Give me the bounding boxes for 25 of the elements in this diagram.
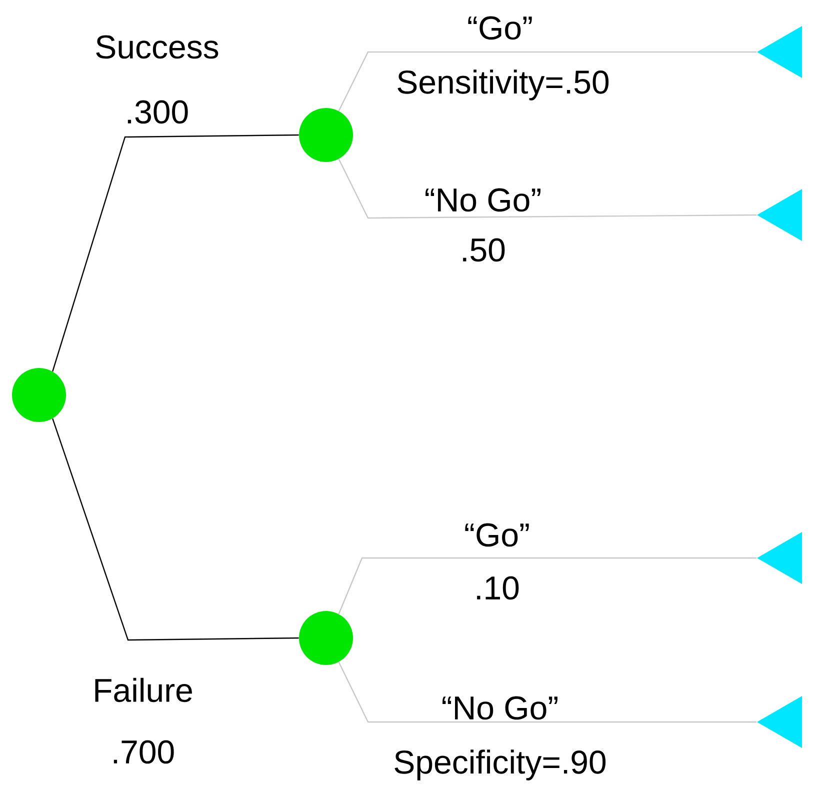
branch-label: “Go”	[465, 523, 529, 547]
branch-line	[52, 134, 299, 372]
terminal-node-triangle	[757, 532, 802, 584]
branch-line	[338, 557, 757, 614]
terminal-node-triangle	[757, 696, 802, 748]
probability-label: .10	[477, 576, 519, 600]
branch-label: “No Go”	[426, 188, 540, 212]
probability-label: Sensitivity=.50	[398, 70, 609, 100]
probability-label: Specificity=.90	[394, 750, 606, 780]
branch-label: “Go”	[468, 16, 532, 40]
chance-node-circle	[299, 108, 353, 162]
probability-label: .700	[114, 740, 174, 764]
branch-line	[338, 51, 757, 112]
branch-label: Success	[96, 35, 218, 59]
chance-node-circle	[299, 610, 353, 665]
branch-line	[338, 662, 757, 723]
branch-label: Failure	[95, 678, 192, 702]
branch-line	[52, 418, 299, 641]
terminal-node-triangle	[757, 189, 802, 241]
branch-label: “No Go”	[442, 696, 558, 720]
terminal-node-triangle	[757, 26, 802, 78]
probability-label: .50	[463, 238, 505, 262]
chance-node-circle	[12, 368, 66, 422]
probability-label: .300	[128, 100, 188, 124]
branch-line	[338, 158, 757, 219]
